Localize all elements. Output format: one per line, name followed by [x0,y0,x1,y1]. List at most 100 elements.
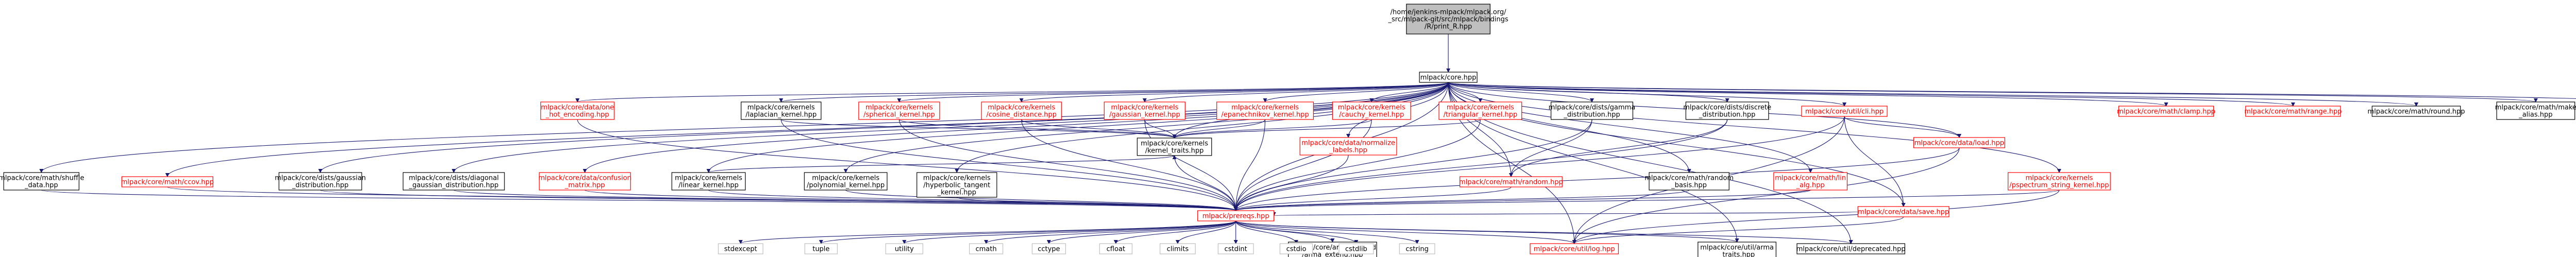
edge-linear_k-to-prereqs [708,190,1238,211]
node-random[interactable]: mlpack/core/math/random.hpp [1459,176,1563,187]
node-box [804,243,838,254]
edge-save-to-prereqs [1273,211,1858,216]
edge-shuffle-to-prereqs [41,190,1238,211]
node-box [718,243,764,254]
node-arma_traits[interactable]: mlpack/core/util/arma_traits.hpp [1698,242,1776,257]
node-label: mlpack/core/math/shuffle [0,175,84,182]
node-ccov[interactable]: mlpack/core/math/ccov.hpp [121,176,214,187]
edge-prereqs-to-cstdio [1235,220,1298,244]
node-label: /hyperbolic_tangent [923,182,990,190]
edge-prereqs-to-log [1235,220,1577,244]
node-cmath: cmath [969,243,1004,254]
node-epan_k[interactable]: mlpack/core/kernels/epanechnikov_kernel.… [1216,101,1314,120]
node-normalize[interactable]: mlpack/core/data/normalize_labels.hpp [1299,137,1397,156]
node-core[interactable]: mlpack/core.hpp [1419,72,1478,83]
node-rbasis[interactable]: mlpack/core/math/random_basis.hpp [1645,172,1734,191]
node-make_alias[interactable]: mlpack/core/math/make_alias.hpp [2495,101,2576,120]
edge-cli-to-load [1844,116,1961,138]
node-lin_alg[interactable]: mlpack/core/math/lin_alg.hpp [1773,172,1848,191]
edge-prereqs-to-cstring [1235,220,1419,244]
node-clamp[interactable]: mlpack/core/math/clamp.hpp [2117,106,2215,117]
node-label: /cosine_distance.hpp [986,111,1057,119]
node-cli[interactable]: mlpack/core/util/cli.hpp [1801,106,1888,117]
node-save[interactable]: mlpack/core/data/save.hpp [1857,206,1950,217]
node-label: mlpack/core/util/cli.hpp [1805,108,1884,116]
edge-discrete-to-prereqs [1233,119,1728,211]
edge-core-to-pspec [1448,82,2061,173]
node-pspec[interactable]: mlpack/core/kernels/pspectrum_string_ker… [2008,172,2111,191]
node-shuffle[interactable]: mlpack/core/math/shuffle_data.hpp [0,172,84,191]
node-label: mlpack/core/util/log.hpp [1534,246,1615,253]
edge-core-to-laplacian_k [779,82,1449,102]
node-poly_k[interactable]: mlpack/core/kernels/polynomial_kernel.hp… [804,172,888,191]
node-cstdlib: cstdlib [1338,243,1374,254]
node-climits: climits [1159,243,1196,254]
node-deprecated[interactable]: mlpack/core/util/deprecated.hpp [1797,243,1906,254]
node-label: climits [1167,246,1189,253]
node-box [804,172,888,191]
edge-tri_k-to-prereqs [1233,119,1481,211]
node-laplacian_k[interactable]: mlpack/core/kernels/laplacian_kernel.hpp [740,101,822,120]
node-label: cstdint [1225,246,1247,253]
edge-epan_k-to-prereqs [1233,119,1266,211]
node-label: mlpack/core/dists/gamma [1549,104,1636,112]
edge-save-to-log [1572,216,1904,244]
edge-core-to-shuffle [39,82,1449,173]
node-linear_k[interactable]: mlpack/core/kernels/linear_kernel.hpp [671,172,746,191]
node-box [1530,243,1619,254]
node-gauss_dist[interactable]: mlpack/core/dists/gaussian_distribution.… [275,172,366,191]
edge-cli-to-save [1844,116,1906,207]
node-load[interactable]: mlpack/core/data/load.hpp [1913,137,2005,148]
node-onehot[interactable]: mlpack/core/data/one_hot_encoding.hpp [540,101,615,120]
node-label: _distribution.hpp [1563,111,1620,119]
node-gamma[interactable]: mlpack/core/dists/gamma_distribution.hpp [1549,101,1636,120]
edge-core-to-lin_alg [1448,82,1813,173]
edge-k_traits-to-prereqs [1174,155,1238,211]
node-discrete[interactable]: mlpack/core/dists/discrete_distribution.… [1683,101,1771,120]
node-label: mlpack/core/kernels [1111,104,1178,112]
node-box [2008,172,2111,191]
node-box [1104,101,1185,120]
node-diag_dist[interactable]: mlpack/core/dists/diagonal_gaussian_dist… [402,172,505,191]
node-label: _matrix.hpp [564,182,605,190]
node-k_traits[interactable]: mlpack/core/kernels/kernel_traits.hpp [1137,138,1212,156]
node-gauss_k[interactable]: mlpack/core/kernels/gaussian_kernel.hpp [1104,101,1185,120]
node-label: _basis.hpp [1671,182,1707,190]
node-utility: utility [885,243,923,254]
edge-prereqs-to-climits [1175,220,1236,244]
node-label: /home/jenkins-mlpack/mlpack.org/ [1391,9,1506,16]
edge-discrete-to-random [1509,119,1728,177]
node-label: mlpack/core/kernels [2025,175,2093,182]
node-hyp_k[interactable]: mlpack/core/kernels/hyperbolic_tangent_k… [917,172,997,198]
node-cos_k[interactable]: mlpack/core/kernels/cosine_distance.hpp [981,101,1062,120]
edge-core-to-range [1448,82,2295,107]
node-confusion[interactable]: mlpack/core/data/confusion_matrix.hpp [538,172,632,191]
node-label: /arma_extend.hpp [1302,251,1363,257]
node-range[interactable]: mlpack/core/math/range.hpp [2244,106,2342,117]
edge-core-to-laplace [1448,82,2576,99]
edge-core-to-onehot [575,82,1449,102]
edge-normalize-to-prereqs [1233,155,1349,211]
node-tri_k[interactable]: mlpack/core/kernels/triangular_kernel.hp… [1438,101,1522,120]
edge-core-to-cauchy_k [1369,82,1449,102]
node-sph_k[interactable]: mlpack/core/kernels/spherical_kernel.hpp [858,101,940,120]
node-box [1197,210,1275,221]
edge-prereqs-to-tuple [819,220,1236,244]
node-label: mlpack/core/data/save.hpp [1858,209,1949,216]
edge-gamma-to-random [1509,119,1592,177]
node-label: mlpack/core/kernels [988,104,1055,112]
edge-core-to-make_alias [1448,82,2538,102]
node-box [1137,138,1212,156]
node-label: mlpack/core/math/random.hpp [1459,179,1563,186]
node-log[interactable]: mlpack/core/util/log.hpp [1530,243,1619,254]
node-round[interactable]: mlpack/core/math/round.hpp [2367,106,2465,117]
edge-core-to-hyp_k [955,82,1449,173]
node-label: mlpack/core/math/clamp.hpp [2117,108,2215,116]
node-cauchy_k[interactable]: mlpack/core/kernels/cauchy_kernel.hpp [1332,101,1411,120]
node-label: _gaussian_distribution.hpp [409,182,499,190]
node-label: /kernel_traits.hpp [1145,147,1204,155]
node-prereqs[interactable]: mlpack/prereqs.hpp [1197,210,1275,221]
node-label: _hot_encoding.hpp [545,111,609,119]
edge-lin_alg-to-prereqs [1234,190,1811,211]
node-box [885,243,923,254]
